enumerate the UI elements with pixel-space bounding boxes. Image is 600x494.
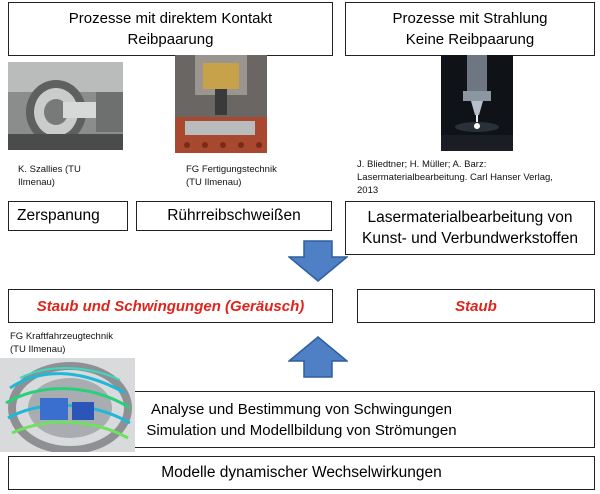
header-contact-processes: Prozesse mit direktem Kontakt Reibpaarun… <box>8 2 333 56</box>
models-box: Modelle dynamischer Wechselwirkungen <box>8 456 595 490</box>
caption-fertigungstechnik: FG Fertigungstechnik (TU Ilmenau) <box>186 164 277 188</box>
header-radiation-processes: Prozesse mit Strahlung Keine Reibpaarung <box>345 2 595 56</box>
header-radiation-line1: Prozesse mit Strahlung <box>392 10 548 27</box>
friction-stir-welding-photo <box>175 55 267 153</box>
arrow-down-icon <box>288 240 348 282</box>
header-radiation-line2: Keine Reibpaarung <box>405 31 535 48</box>
laser-processing-photo <box>441 55 513 151</box>
process-laser: Lasermaterialbearbeitung von Kunst- und … <box>345 201 595 255</box>
effect-staub: Staub <box>357 289 595 323</box>
machining-photo <box>8 62 123 150</box>
header-contact-line2: Reibpaarung <box>127 31 214 48</box>
process-zerspanung: Zerspanung <box>8 201 128 231</box>
caption-kraftfahrzeugtechnik: FG Kraftfahrzeugtechnik (TU Ilmenau) <box>10 331 113 355</box>
header-contact-line1: Prozesse mit direktem Kontakt <box>68 10 273 27</box>
analysis-box: Analyse und Bestimmung von Schwingungen … <box>8 391 595 448</box>
caption-szallies: K. Szallies (TU Ilmenau) <box>18 164 81 188</box>
effect-staub-schwingungen: Staub und Schwingungen (Geräusch) <box>8 289 333 323</box>
arrow-up-icon <box>288 336 348 378</box>
process-ruehrreibschweissen: Rührreibschweißen <box>136 201 332 231</box>
caption-bliedtner: J. Bliedtner; H. Müller; A. Barz: Laserm… <box>357 159 553 196</box>
